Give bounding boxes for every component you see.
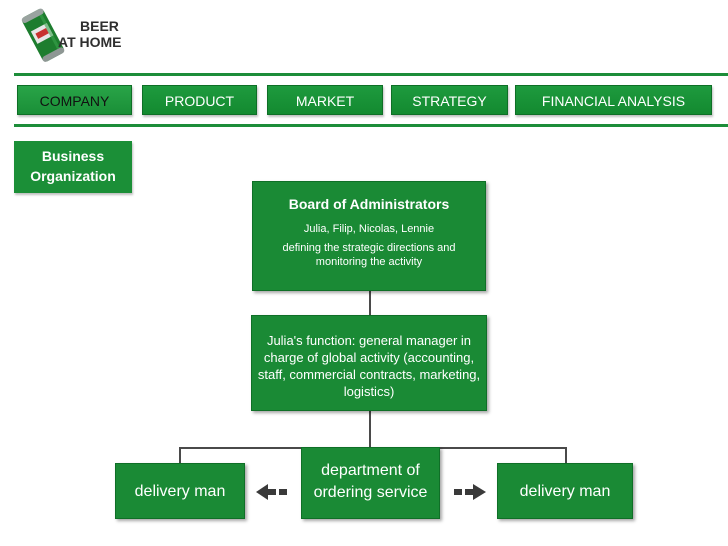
ordering-department-box: department of ordering service: [301, 447, 440, 519]
tab-company[interactable]: COMPANY: [17, 85, 132, 115]
delivery-man-right-box: delivery man: [497, 463, 633, 519]
delivery-right-label: delivery man: [519, 483, 611, 500]
section-title: Business Organization: [14, 141, 132, 193]
board-description: defining the strategic directions and mo…: [282, 242, 456, 268]
board-title: Board of Administrators: [288, 196, 450, 212]
connector-manager-department: [369, 411, 371, 447]
general-manager-text: Julia's function: general manager in cha…: [257, 333, 481, 399]
tab-strategy[interactable]: STRATEGY: [391, 85, 508, 115]
section-title-line-1: Business: [41, 148, 105, 164]
arrow-left-icon: [256, 484, 287, 500]
board-members: Julia, Filip, Nicolas, Lennie: [303, 223, 435, 235]
department-line-2: ordering service: [313, 484, 428, 501]
section-title-line-2: Organization: [30, 168, 116, 184]
logo-text: BEER AT HOME: [58, 18, 122, 50]
delivery-man-left-box: delivery man: [115, 463, 245, 519]
department-line-1: department of: [321, 462, 420, 479]
logo: BEER AT HOME: [14, 4, 124, 70]
tab-product[interactable]: PRODUCT: [142, 85, 257, 115]
arrow-right-icon: [454, 484, 486, 500]
delivery-left-label: delivery man: [134, 483, 226, 500]
logo-line-1: BEER: [80, 18, 119, 34]
nav-bottom-rule: [14, 124, 728, 127]
tab-financial-analysis[interactable]: FINANCIAL ANALYSIS: [515, 85, 712, 115]
beer-can-icon: [21, 8, 65, 62]
nav-top-rule: [14, 73, 728, 76]
general-manager-box: Julia's function: general manager in cha…: [251, 315, 487, 411]
connector-left-drop: [179, 447, 181, 463]
connector-board-manager: [369, 291, 371, 315]
logo-line-2: AT HOME: [58, 34, 122, 50]
tab-market[interactable]: MARKET: [267, 85, 383, 115]
board-of-administrators-box: Board of Administrators Julia, Filip, Ni…: [252, 181, 486, 291]
connector-right-drop: [565, 447, 567, 463]
